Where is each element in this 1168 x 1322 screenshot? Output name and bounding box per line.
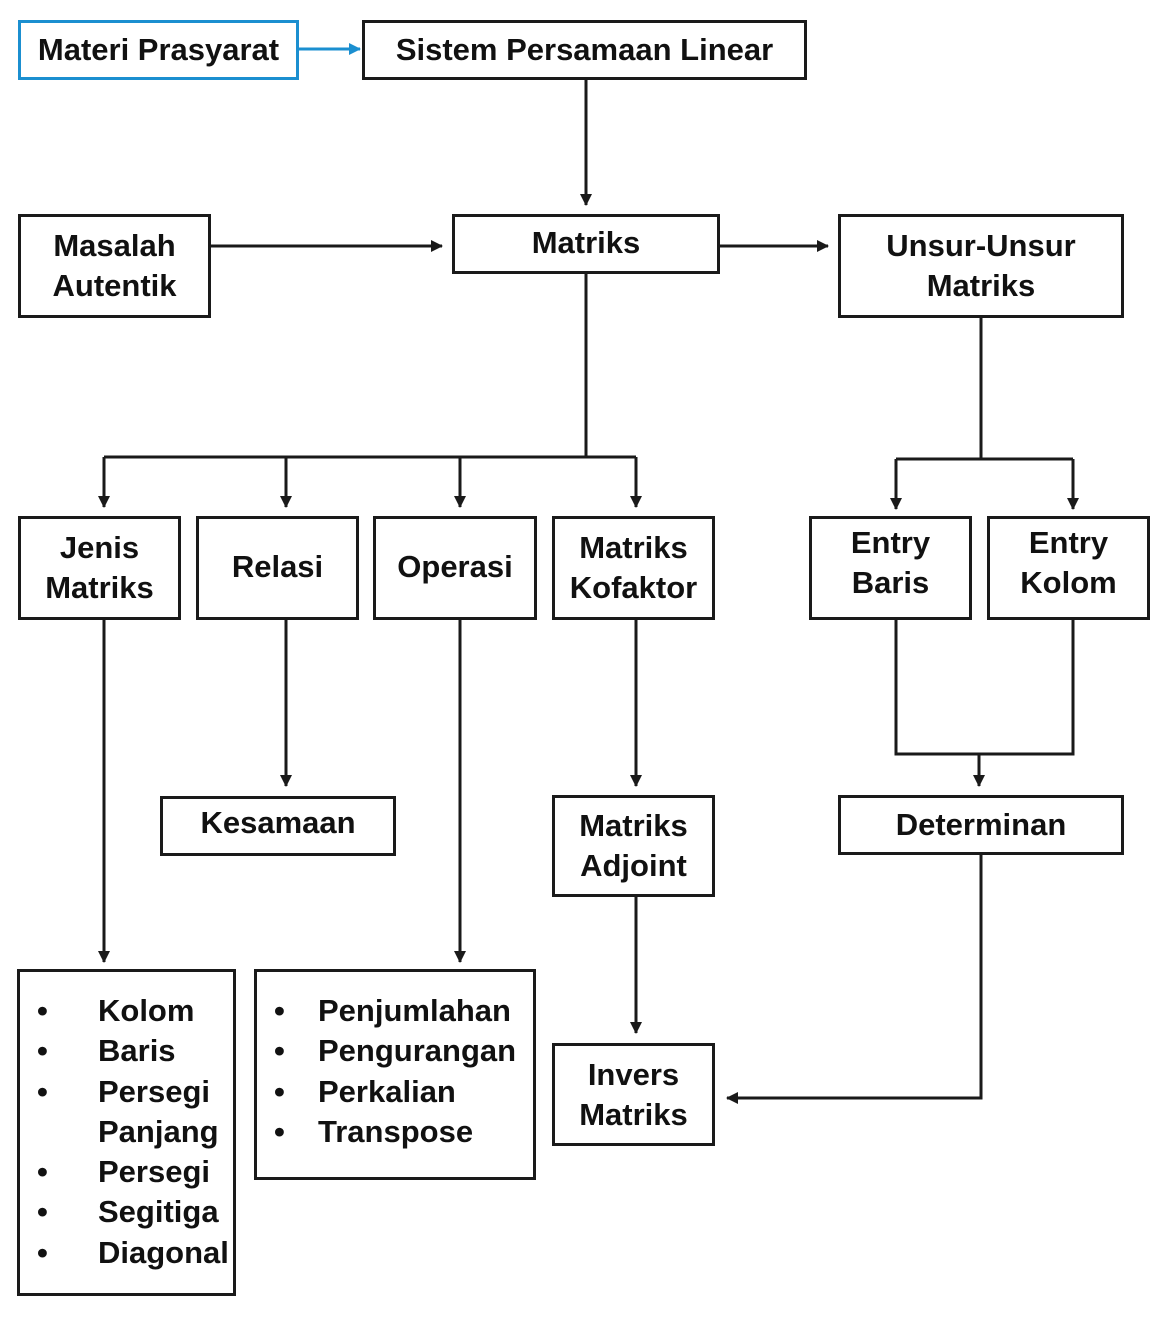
- node-label: Unsur-Unsur Matriks: [886, 228, 1076, 303]
- node-label: Matriks Kofaktor: [569, 530, 698, 605]
- bullet-icon: •: [37, 1033, 48, 1069]
- bullet-icon: •: [37, 1073, 48, 1109]
- bullet-icon: •: [274, 1033, 285, 1069]
- list-item: •Pengurangan: [274, 1031, 533, 1071]
- list-item: •Persegi Panjang: [37, 1073, 219, 1149]
- node-entry-baris: Entry Baris: [809, 516, 972, 620]
- list-item: •Transpose: [274, 1112, 533, 1152]
- bullet-icon: •: [37, 1154, 48, 1190]
- arrow-determinan-to-invers: [726, 855, 983, 1104]
- list-item: •Persegi: [37, 1152, 233, 1192]
- list-item: •Penjumlahan: [274, 991, 533, 1031]
- node-label: Jenis Matriks: [45, 530, 154, 605]
- node-matriks-kofaktor: Matriks Kofaktor: [552, 516, 715, 620]
- node-operasi: Operasi: [373, 516, 537, 620]
- operasi-list: •Penjumlahan •Pengurangan •Perkalian •Tr…: [254, 969, 536, 1180]
- join-entry-to-determinan: [894, 620, 1075, 756]
- node-label: Relasi: [231, 549, 324, 584]
- node-label: Materi Prasyarat: [37, 32, 280, 67]
- bullet-icon: •: [37, 1234, 48, 1270]
- node-kesamaan: Kesamaan: [160, 796, 396, 856]
- node-label: Invers Matriks: [579, 1056, 688, 1132]
- bullet-icon: •: [274, 993, 285, 1028]
- bullet-icon: •: [37, 993, 48, 1028]
- node-label: Entry Kolom: [1020, 525, 1117, 600]
- node-label: Kesamaan: [200, 805, 356, 840]
- node-label: Entry Baris: [850, 525, 931, 600]
- node-label: Operasi: [397, 549, 513, 584]
- node-entry-kolom: Entry Kolom: [987, 516, 1150, 620]
- node-relasi: Relasi: [196, 516, 359, 620]
- node-sistem-persamaan-linear: Sistem Persamaan Linear: [362, 20, 807, 80]
- node-label: Masalah Autentik: [52, 228, 177, 303]
- node-label: Matriks Adjoint: [579, 808, 688, 883]
- node-invers-matriks: Invers Matriks: [552, 1043, 715, 1146]
- list-item: •Baris: [37, 1031, 233, 1071]
- list-item: •Kolom: [37, 991, 233, 1031]
- list-item: •Perkalian: [274, 1072, 533, 1112]
- list-item: •Diagonal: [37, 1233, 233, 1273]
- bullet-icon: •: [274, 1073, 285, 1109]
- node-matriks-adjoint: Matriks Adjoint: [552, 795, 715, 897]
- node-label: Determinan: [895, 807, 1067, 842]
- node-label: Sistem Persamaan Linear: [395, 32, 774, 67]
- node-materi-prasyarat: Materi Prasyarat: [18, 20, 299, 80]
- list-item: •Segitiga: [37, 1192, 233, 1232]
- node-determinan: Determinan: [838, 795, 1124, 855]
- jenis-matriks-list: •Kolom •Baris •Persegi Panjang •Persegi …: [17, 969, 236, 1296]
- bullet-icon: •: [37, 1194, 48, 1230]
- node-jenis-matriks: Jenis Matriks: [18, 516, 181, 620]
- node-unsur-unsur-matriks: Unsur-Unsur Matriks: [838, 214, 1124, 318]
- bullet-icon: •: [274, 1113, 285, 1149]
- node-masalah-autentik: Masalah Autentik: [18, 214, 211, 318]
- node-matriks: Matriks: [452, 214, 720, 274]
- node-label: Matriks: [531, 225, 641, 260]
